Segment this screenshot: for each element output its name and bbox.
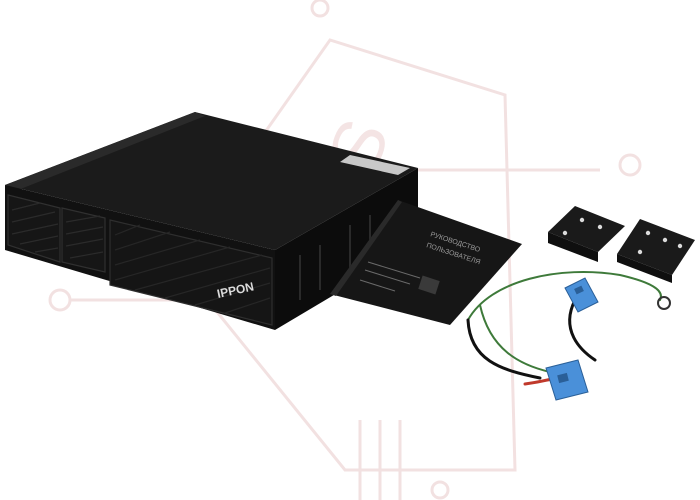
- rack-bracket-right: [617, 219, 695, 283]
- wire-black: [466, 318, 542, 380]
- cable-assembly: [466, 271, 671, 386]
- user-manual: РУКОВОДСТВО ПОЛЬЗОВАТЕЛЯ: [330, 200, 522, 325]
- ups-front-grille-right: [109, 219, 273, 326]
- ups-side-panel: [275, 168, 418, 330]
- ups-label-sticker: [340, 155, 410, 175]
- ring-terminal: [657, 296, 671, 310]
- wire-green: [467, 271, 662, 321]
- ups-unit: IPPON: [5, 112, 418, 330]
- connector-top: [564, 277, 599, 313]
- ups-front-grille-left: [7, 194, 106, 273]
- connector-bottom: [545, 359, 589, 401]
- rack-bracket-left: [548, 206, 625, 262]
